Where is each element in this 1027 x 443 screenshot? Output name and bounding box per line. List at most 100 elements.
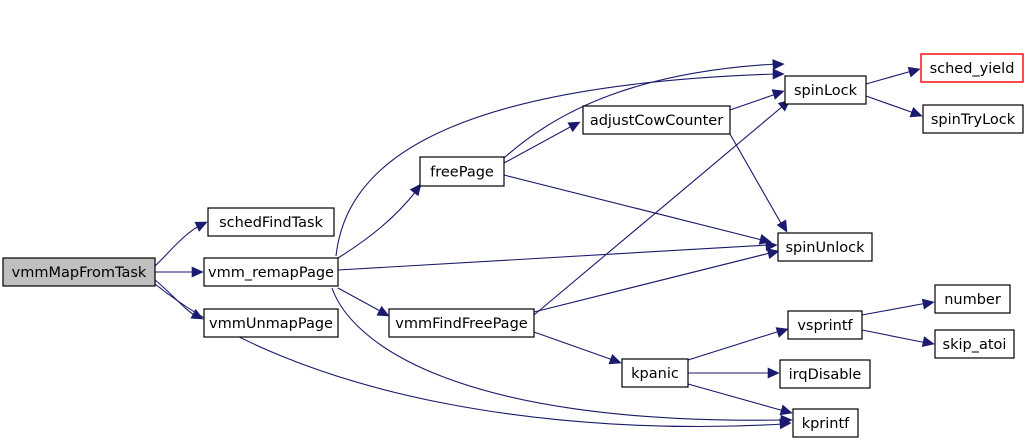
node-schedFindTask[interactable]: schedFindTask <box>207 207 335 237</box>
edge-vmm_remapPage-to-spinLock <box>335 68 785 257</box>
edge-vmmMapFromTask-to-vmm_remapPage <box>155 266 204 278</box>
edge-vmmMapFromTask-to-schedFindTask <box>154 221 208 267</box>
node-spinLock[interactable]: spinLock <box>784 75 867 105</box>
node-vmm_remapPage[interactable]: vmm_remapPage <box>203 257 339 287</box>
arrowhead-icon <box>921 336 935 347</box>
arrowhead-icon <box>409 183 422 197</box>
edge-line <box>687 330 781 361</box>
edge-line <box>337 244 769 271</box>
node-label: spinTryLock <box>931 112 1016 128</box>
node-vmmMapFromTask[interactable]: vmmMapFromTask <box>2 257 156 287</box>
edge-line <box>687 383 785 412</box>
edge-line <box>865 70 913 85</box>
edge-line <box>337 287 383 313</box>
node-box[interactable] <box>934 284 1011 314</box>
node-box[interactable] <box>621 358 689 388</box>
edges-layer <box>154 59 935 430</box>
node-label: vmm_remapPage <box>208 265 334 281</box>
edge-line <box>337 189 418 259</box>
edge-freePage-to-spinLock <box>503 59 785 159</box>
node-label: vmmFindFreePage <box>395 316 527 332</box>
arrowhead-icon <box>194 221 208 232</box>
edge-vmmMapFromTask-to-vmmUnmapPage <box>154 279 204 320</box>
arrowhead-icon <box>772 59 785 71</box>
edge-line <box>865 95 915 114</box>
edge-vsprintf-to-number <box>861 298 935 316</box>
node-box[interactable] <box>792 408 859 438</box>
node-box[interactable] <box>582 105 731 135</box>
edge-freePage-to-adjustCowCounter <box>503 121 581 164</box>
arrowhead-icon <box>376 305 390 317</box>
edge-line <box>533 105 784 316</box>
node-box[interactable] <box>203 257 339 287</box>
node-box[interactable] <box>777 232 873 262</box>
node-label: sched_yield <box>930 61 1015 77</box>
node-box[interactable] <box>934 329 1015 359</box>
arrowhead-icon <box>771 89 785 100</box>
node-box[interactable] <box>920 53 1024 83</box>
arrowhead-icon <box>191 266 204 278</box>
edge-vmm_remapPage-to-vmmFindFreePage <box>337 287 390 317</box>
node-spinUnlock[interactable]: spinUnlock <box>777 232 873 262</box>
arrowhead-icon <box>909 106 923 118</box>
node-label: freePage <box>430 165 494 181</box>
node-vsprintf[interactable]: vsprintf <box>787 310 863 340</box>
edge-vsprintf-to-skip_atoi <box>861 329 935 347</box>
node-kpanic[interactable]: kpanic <box>621 358 689 388</box>
edge-kpanic-to-kprintf <box>687 383 793 416</box>
node-vmmFindFreePage[interactable]: vmmFindFreePage <box>388 308 535 338</box>
edge-line <box>503 63 777 159</box>
node-label: number <box>944 292 1001 308</box>
edge-line <box>335 73 776 257</box>
edge-line <box>861 329 928 344</box>
arrowhead-icon <box>608 353 622 365</box>
edge-line <box>503 174 763 241</box>
arrowhead-icon <box>779 404 793 416</box>
edge-spinLock-to-sched_yield <box>865 66 921 85</box>
node-label: vsprintf <box>797 318 853 334</box>
edge-kpanic-to-vsprintf <box>687 327 789 361</box>
node-box[interactable] <box>388 308 535 338</box>
node-irqDisable[interactable]: irqDisable <box>779 359 871 389</box>
node-spinTryLock[interactable]: spinTryLock <box>922 104 1024 134</box>
node-label: kpanic <box>631 366 679 382</box>
arrowhead-icon <box>767 367 780 379</box>
node-label: spinUnlock <box>785 240 865 256</box>
node-label: vmmMapFromTask <box>12 265 147 281</box>
node-box[interactable] <box>2 257 156 287</box>
edge-adjustCowCounter-to-spinLock <box>729 89 785 111</box>
node-box[interactable] <box>419 156 505 187</box>
edge-vmmFindFreePage-to-kpanic <box>533 331 622 365</box>
node-label: skip_atoi <box>943 337 1007 353</box>
node-freePage[interactable]: freePage <box>419 156 505 187</box>
edge-freePage-to-spinUnlock <box>503 174 772 245</box>
node-kprintf[interactable]: kprintf <box>792 408 859 438</box>
arrowhead-icon <box>758 233 772 245</box>
edge-vmm_remapPage-to-freePage <box>337 183 422 259</box>
arrowhead-icon <box>775 327 789 338</box>
edge-vmm_remapPage-to-kprintf <box>331 287 793 426</box>
edge-line <box>729 133 783 226</box>
node-skip_atoi[interactable]: skip_atoi <box>934 329 1015 359</box>
node-box[interactable] <box>207 207 335 237</box>
node-label: irqDisable <box>789 367 862 383</box>
node-vmmUnmapPage[interactable]: vmmUnmapPage <box>203 308 339 338</box>
node-number[interactable]: number <box>934 284 1011 314</box>
node-adjustCowCounter[interactable]: adjustCowCounter <box>582 105 731 135</box>
node-box[interactable] <box>779 359 871 389</box>
node-sched_yield[interactable]: sched_yield <box>920 53 1024 83</box>
node-box[interactable] <box>203 308 339 338</box>
node-box[interactable] <box>784 75 867 105</box>
edge-spinLock-to-spinTryLock <box>865 95 923 118</box>
edge-line <box>503 125 573 164</box>
arrowhead-icon <box>567 121 581 133</box>
edge-kpanic-to-irqDisable <box>688 367 780 379</box>
node-box[interactable] <box>787 310 863 340</box>
arrowhead-icon <box>776 219 788 233</box>
edge-line <box>331 287 784 421</box>
node-box[interactable] <box>922 104 1024 134</box>
edge-line <box>154 223 204 267</box>
edge-vmmFindFreePage-to-spinUnlock <box>533 248 780 313</box>
